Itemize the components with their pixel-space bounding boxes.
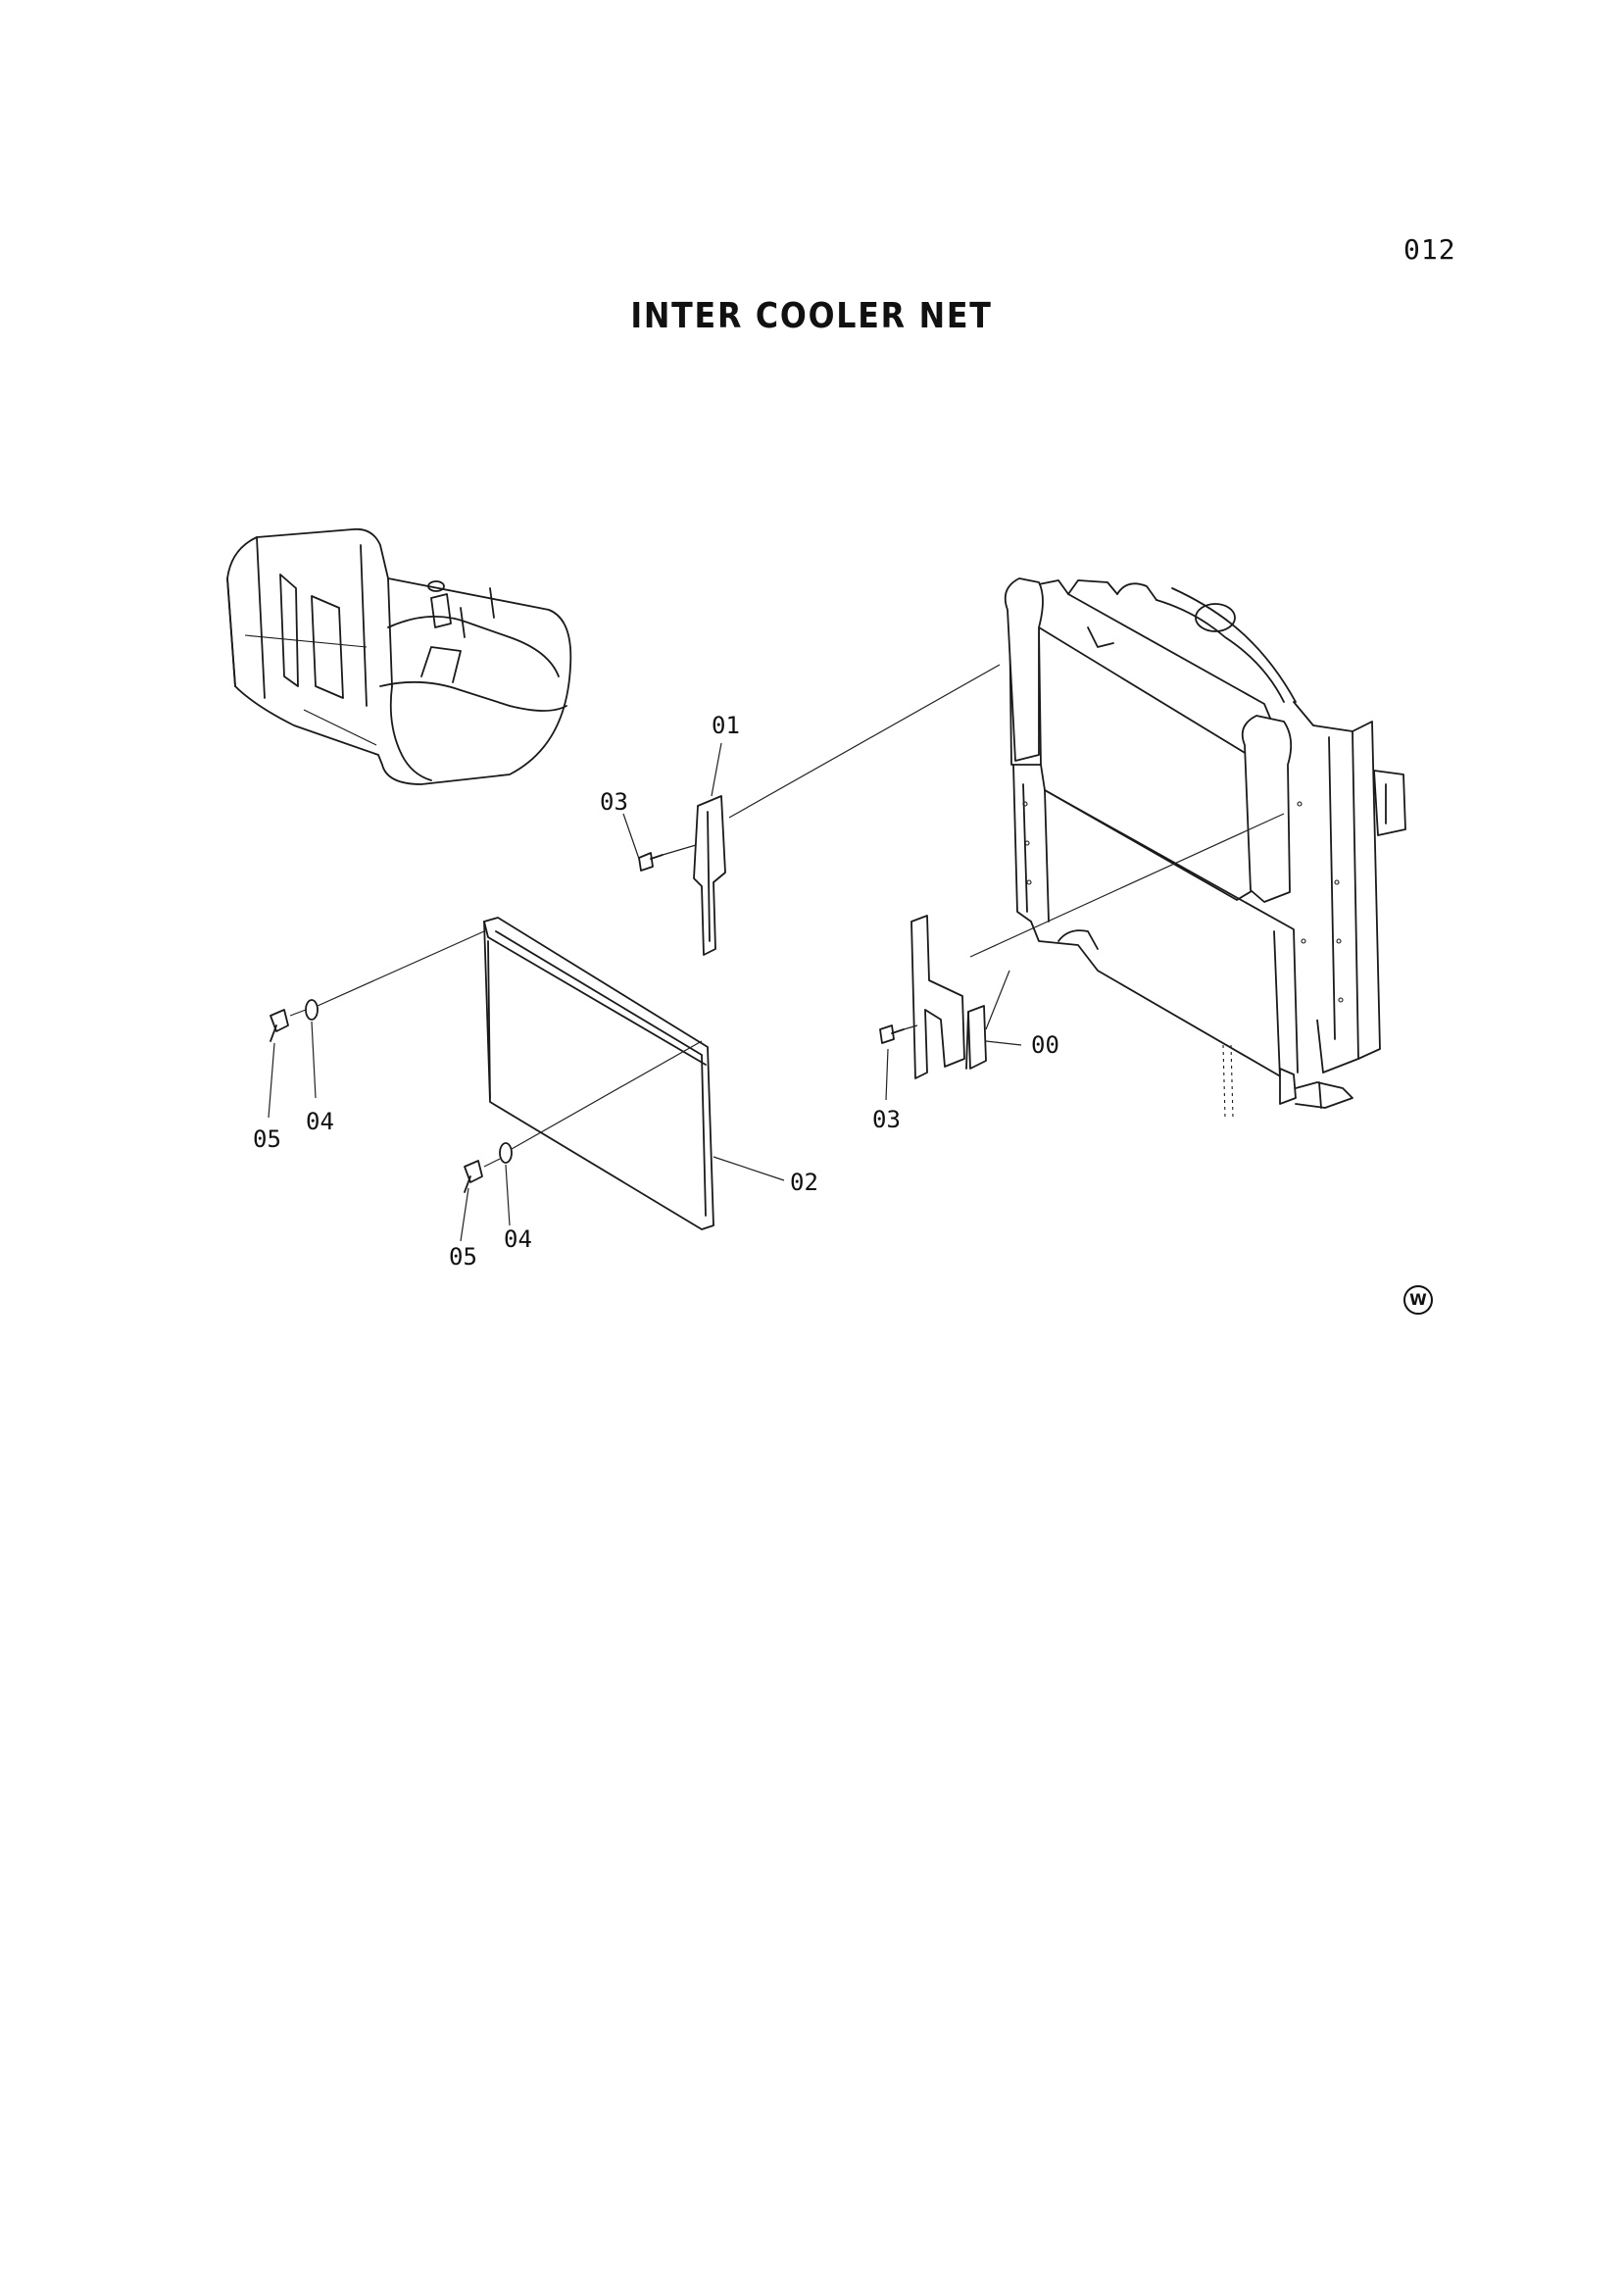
radiator-assembly xyxy=(1004,577,1406,1119)
page-number: 012 xyxy=(1403,233,1456,266)
wing-bolt-05-left xyxy=(270,1009,289,1042)
callout-04-left: 04 xyxy=(306,1108,334,1135)
bolt-03-upper xyxy=(638,852,664,872)
bracket-part-00 xyxy=(910,915,987,1079)
excavator-thumbnail xyxy=(226,527,572,785)
callout-05-center: 05 xyxy=(449,1243,477,1271)
washer-04-center xyxy=(499,1142,513,1164)
washer-04-left xyxy=(305,999,319,1021)
callout-leaders xyxy=(268,742,1022,1242)
callout-03-upper: 03 xyxy=(600,788,628,816)
callout-00: 00 xyxy=(1031,1031,1059,1059)
projection-lines xyxy=(289,664,1285,1168)
callout-03-lower: 03 xyxy=(872,1106,901,1133)
maker-mark-logo: W xyxy=(1403,1285,1433,1315)
net-panel-part-02 xyxy=(483,917,714,1230)
callout-01: 01 xyxy=(712,712,740,739)
bracket-part-01 xyxy=(693,795,726,956)
bolt-03-lower xyxy=(879,1024,905,1044)
callout-04-center: 04 xyxy=(504,1225,532,1253)
wing-bolt-05-center xyxy=(464,1160,483,1193)
callout-02: 02 xyxy=(790,1169,818,1196)
page-title: INTER COOLER NET xyxy=(630,296,993,336)
callout-05-left: 05 xyxy=(253,1125,281,1153)
